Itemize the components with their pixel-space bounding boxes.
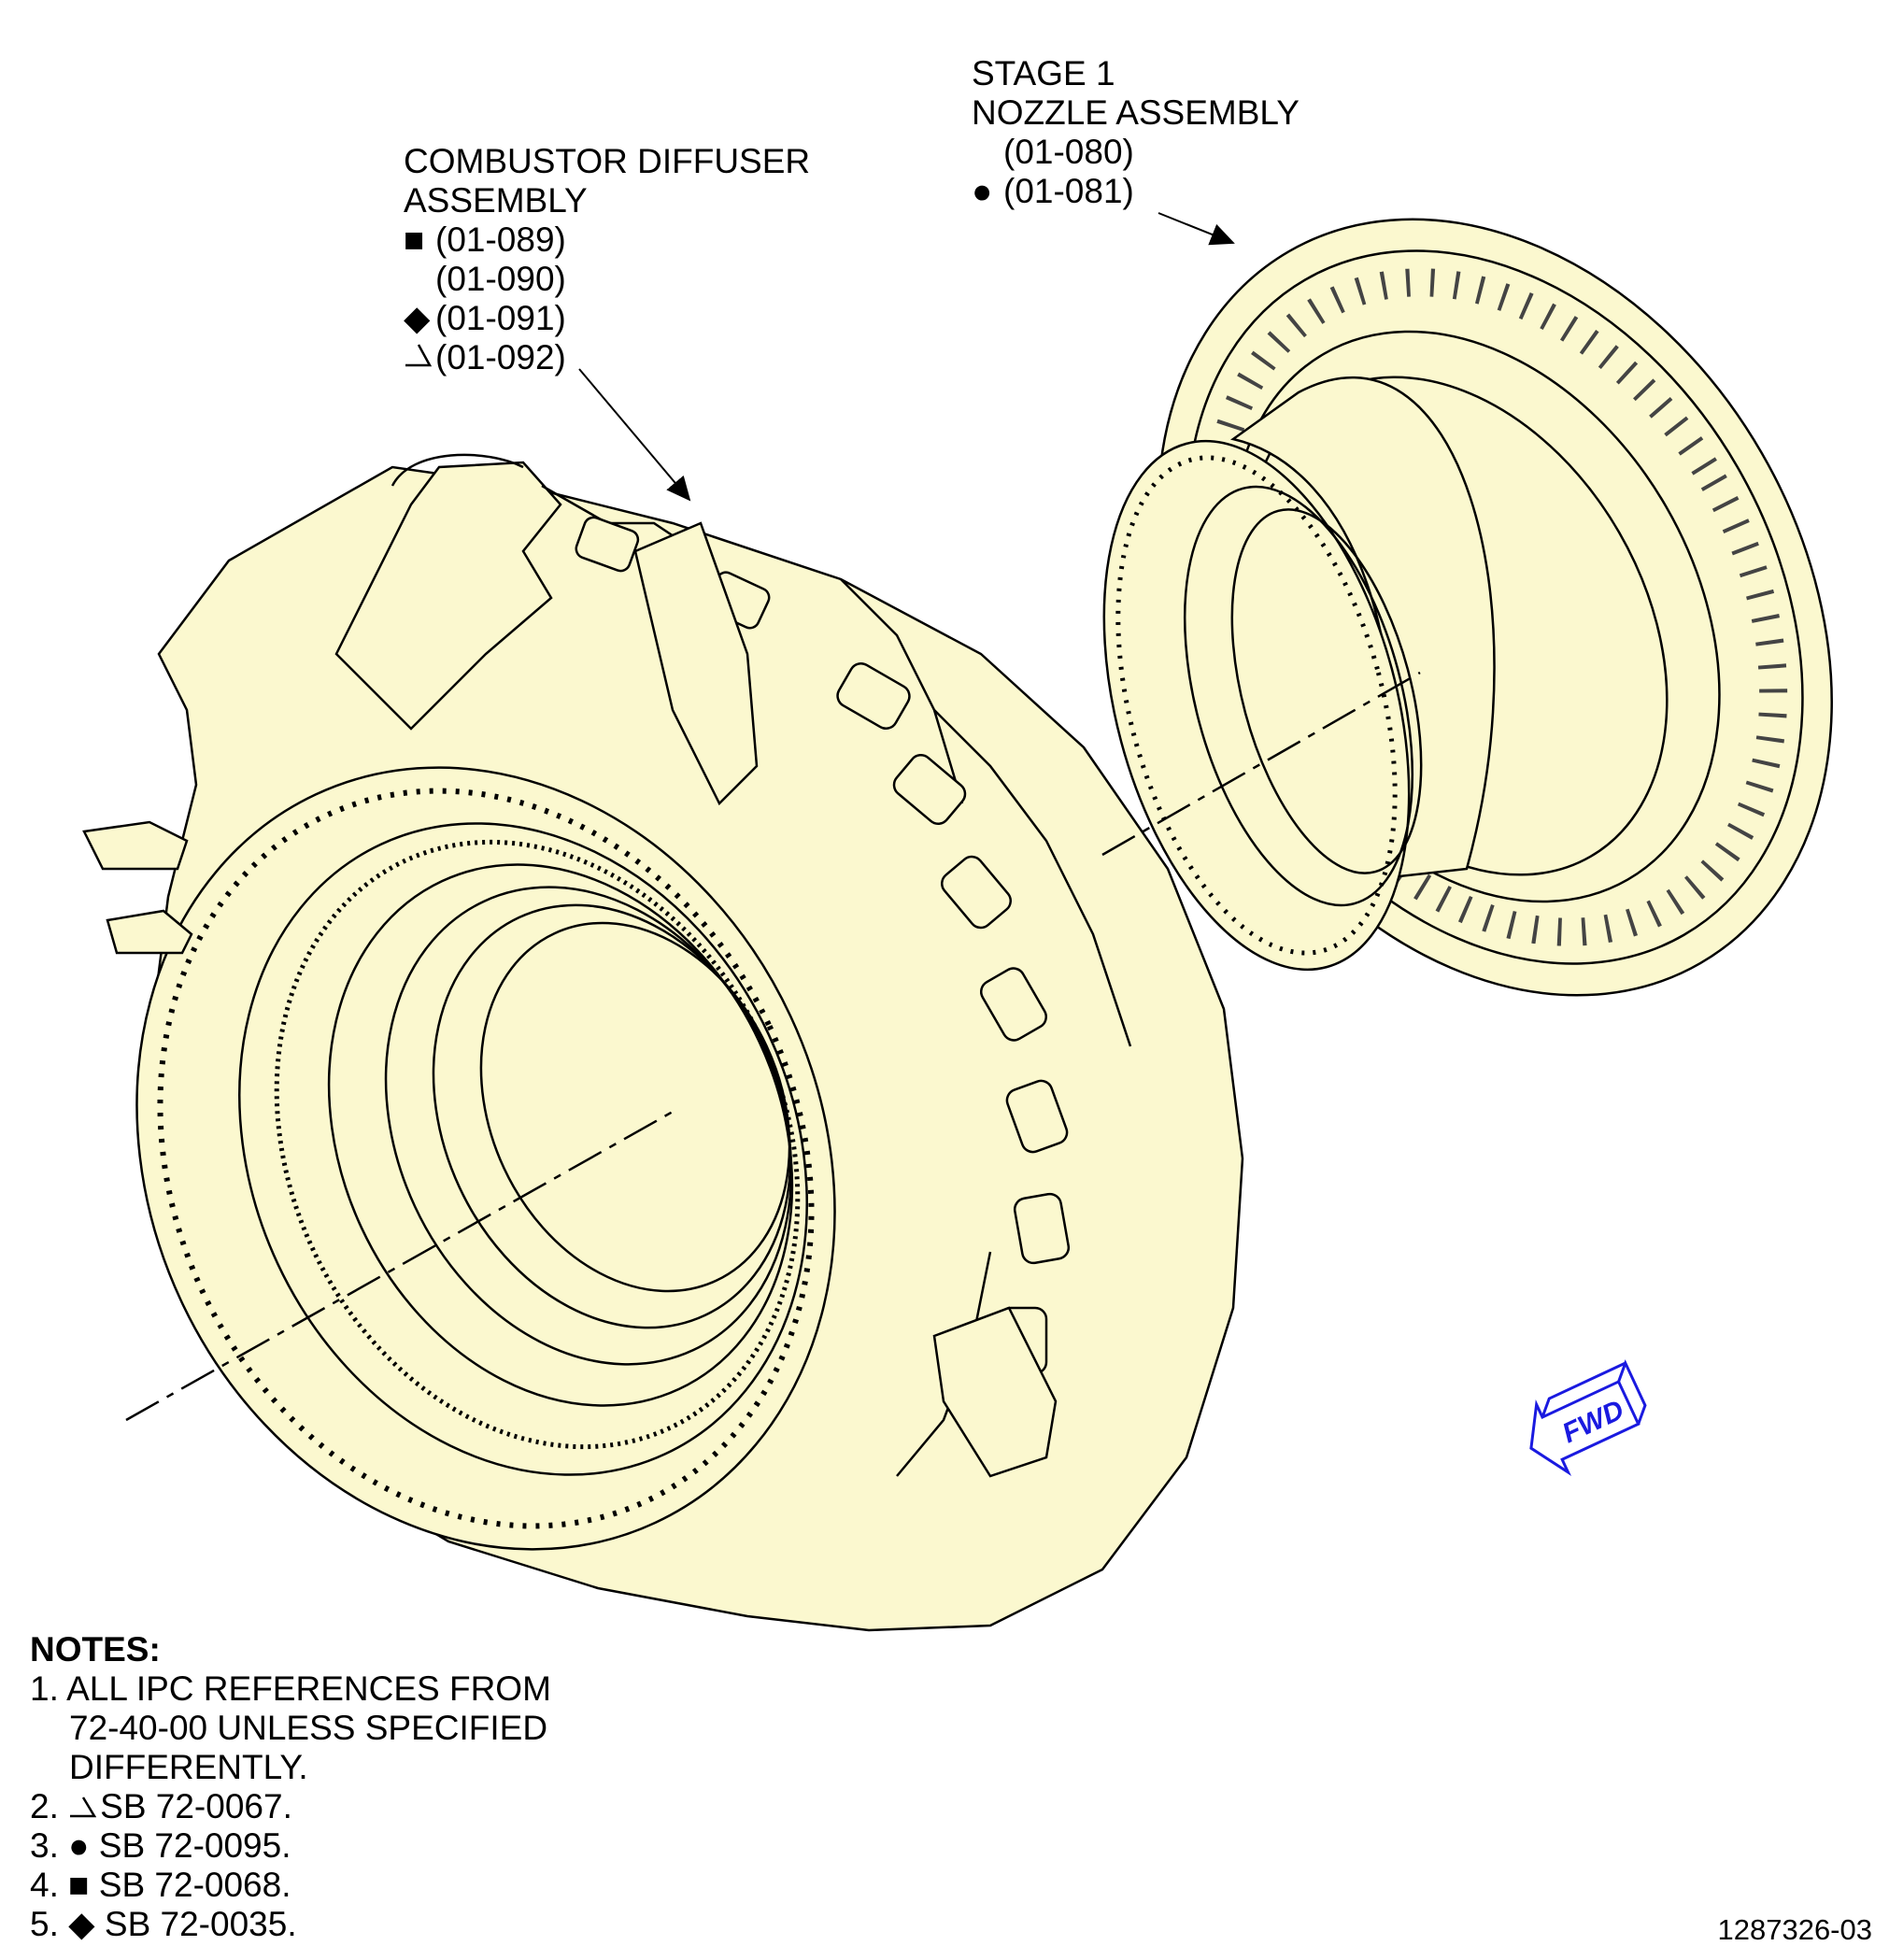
nozzle-centerline bbox=[1101, 671, 1421, 857]
note-item: 3. ● SB 72-0095. bbox=[30, 1826, 291, 1865]
diffuser-ref-row: (01-090) bbox=[435, 260, 566, 298]
notes-block: NOTES: 1. ALL IPC REFERENCES FROM 72-40-… bbox=[30, 1630, 551, 1944]
square-symbol-icon: ■ bbox=[404, 220, 425, 259]
combustor-diffuser-assembly bbox=[82, 453, 1244, 1632]
diffuser-callout: COMBUSTOR DIFFUSER ASSEMBLY ■(01-089) (0… bbox=[404, 142, 810, 377]
circle-symbol-icon: ● bbox=[972, 172, 993, 210]
figure-number: 1287326-03 bbox=[1717, 1913, 1873, 1946]
angle-symbol-icon bbox=[404, 338, 435, 377]
diffuser-centerline bbox=[125, 1110, 674, 1422]
nozzle-title-line1: STAGE 1 bbox=[972, 54, 1115, 92]
diffuser-title-line1: COMBUSTOR DIFFUSER bbox=[404, 142, 811, 180]
nozzle-title-line2: NOZZLE ASSEMBLY bbox=[972, 93, 1300, 132]
nozzle-leader-line bbox=[1158, 212, 1235, 246]
diffuser-ref-row: (01-092) bbox=[404, 338, 810, 377]
circle-symbol-icon: ● bbox=[68, 1826, 90, 1865]
diffuser-title-line2: ASSEMBLY bbox=[404, 181, 588, 220]
square-symbol-icon: ■ bbox=[68, 1866, 90, 1904]
note-item: 4. ■ SB 72-0068. bbox=[30, 1866, 291, 1904]
diamond-symbol-icon: ◆ bbox=[404, 299, 431, 337]
note-item: 2. SB 72-0067. bbox=[30, 1787, 292, 1826]
diffuser-leader-line bbox=[578, 368, 691, 502]
note-item-continuation: 72-40-00 UNLESS SPECIFIED bbox=[69, 1709, 548, 1747]
fwd-direction-arrow: FWD bbox=[1529, 1359, 1647, 1476]
note-item: 1. ALL IPC REFERENCES FROM bbox=[30, 1669, 551, 1708]
diamond-symbol-icon: ◆ bbox=[68, 1905, 95, 1943]
stage1-nozzle-assembly bbox=[1102, 218, 1833, 997]
nozzle-ref-row: (01-080) bbox=[1003, 133, 1134, 171]
angle-symbol-icon bbox=[68, 1787, 100, 1826]
diffuser-ref-row: ■(01-089) bbox=[404, 220, 566, 259]
note-item: 5. ◆ SB 72-0035. bbox=[30, 1905, 297, 1943]
note-item-continuation: DIFFERENTLY. bbox=[69, 1748, 308, 1786]
diffuser-ref-row: ◆(01-091) bbox=[404, 299, 566, 337]
nozzle-callout: STAGE 1 NOZZLE ASSEMBLY (01-080) ●(01-08… bbox=[972, 54, 1300, 211]
nozzle-ref-row: ●(01-081) bbox=[972, 172, 1134, 210]
notes-heading: NOTES: bbox=[30, 1630, 161, 1669]
fwd-label: FWD bbox=[1557, 1395, 1628, 1450]
